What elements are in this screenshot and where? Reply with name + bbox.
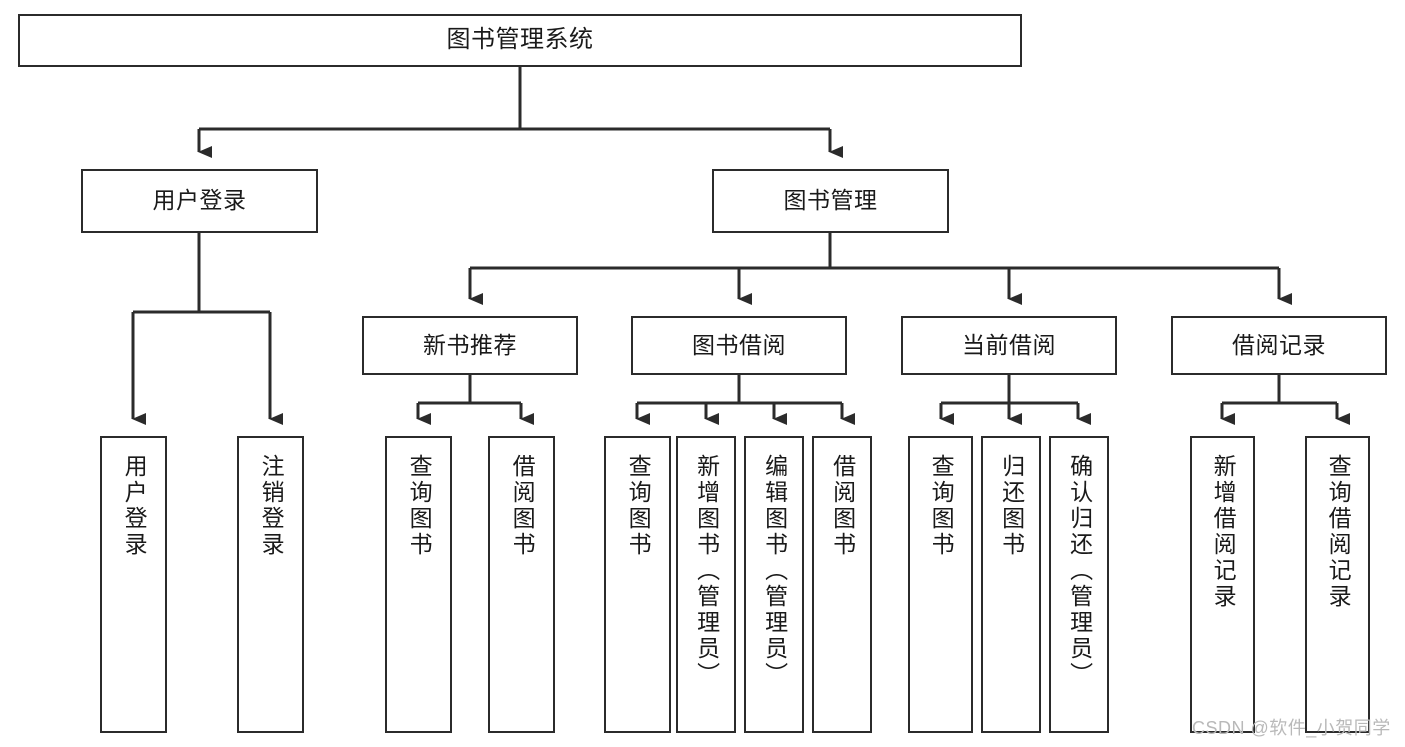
leaf-current-return-books[interactable]: 归还图书 bbox=[981, 436, 1041, 733]
node-label: 新增借阅记录 bbox=[1210, 454, 1237, 610]
leaf-borrow-borrow-books[interactable]: 借阅图书 bbox=[812, 436, 872, 733]
node-current-borrowing[interactable]: 当前借阅 bbox=[901, 316, 1117, 375]
leaf-new-book-borrow-books[interactable]: 借阅图书 bbox=[488, 436, 555, 733]
node-label: 编辑图书（管理员） bbox=[761, 454, 788, 688]
node-label: 图书管理系统 bbox=[446, 26, 594, 54]
leaf-current-confirm-return-admin[interactable]: 确认归还（管理员） bbox=[1049, 436, 1109, 733]
csdn-watermark: CSDN @软件_小贺同学 bbox=[1192, 718, 1391, 738]
node-label: 用户登录 bbox=[152, 187, 247, 214]
leaf-user-login-logout[interactable]: 注销登录 bbox=[237, 436, 304, 733]
node-user-login[interactable]: 用户登录 bbox=[81, 169, 318, 233]
node-label: 新增图书（管理员） bbox=[693, 454, 720, 688]
node-label: 新书推荐 bbox=[423, 331, 517, 358]
node-label: 归还图书 bbox=[998, 454, 1025, 558]
node-root-book-management-system[interactable]: 图书管理系统 bbox=[18, 14, 1022, 67]
leaf-user-login-login[interactable]: 用户登录 bbox=[100, 436, 167, 733]
leaf-borrow-edit-book-admin[interactable]: 编辑图书（管理员） bbox=[744, 436, 804, 733]
node-label: 注销登录 bbox=[258, 454, 285, 558]
node-book-borrowing[interactable]: 图书借阅 bbox=[631, 316, 847, 375]
node-label: 当前借阅 bbox=[962, 331, 1056, 358]
node-label: 图书管理 bbox=[783, 187, 878, 214]
node-label: 借阅图书 bbox=[509, 454, 536, 558]
node-label: 图书借阅 bbox=[692, 331, 786, 358]
leaf-records-add-record[interactable]: 新增借阅记录 bbox=[1190, 436, 1255, 733]
node-label: 借阅记录 bbox=[1232, 331, 1326, 358]
leaf-new-book-query-books[interactable]: 查询图书 bbox=[385, 436, 452, 733]
node-book-management[interactable]: 图书管理 bbox=[712, 169, 949, 233]
node-new-book-recommendation[interactable]: 新书推荐 bbox=[362, 316, 578, 375]
node-label: 确认归还（管理员） bbox=[1066, 454, 1093, 688]
node-label: 借阅图书 bbox=[829, 454, 856, 558]
node-label: 查询借阅记录 bbox=[1325, 454, 1352, 610]
leaf-current-query-books[interactable]: 查询图书 bbox=[908, 436, 973, 733]
node-label: 用户登录 bbox=[121, 454, 148, 558]
leaf-borrow-add-book-admin[interactable]: 新增图书（管理员） bbox=[676, 436, 736, 733]
node-borrowing-records[interactable]: 借阅记录 bbox=[1171, 316, 1387, 375]
node-label: 查询图书 bbox=[928, 454, 955, 558]
node-label: 查询图书 bbox=[406, 454, 433, 558]
leaf-records-query-record[interactable]: 查询借阅记录 bbox=[1305, 436, 1370, 733]
leaf-borrow-query-books[interactable]: 查询图书 bbox=[604, 436, 671, 733]
node-label: 查询图书 bbox=[625, 454, 652, 558]
